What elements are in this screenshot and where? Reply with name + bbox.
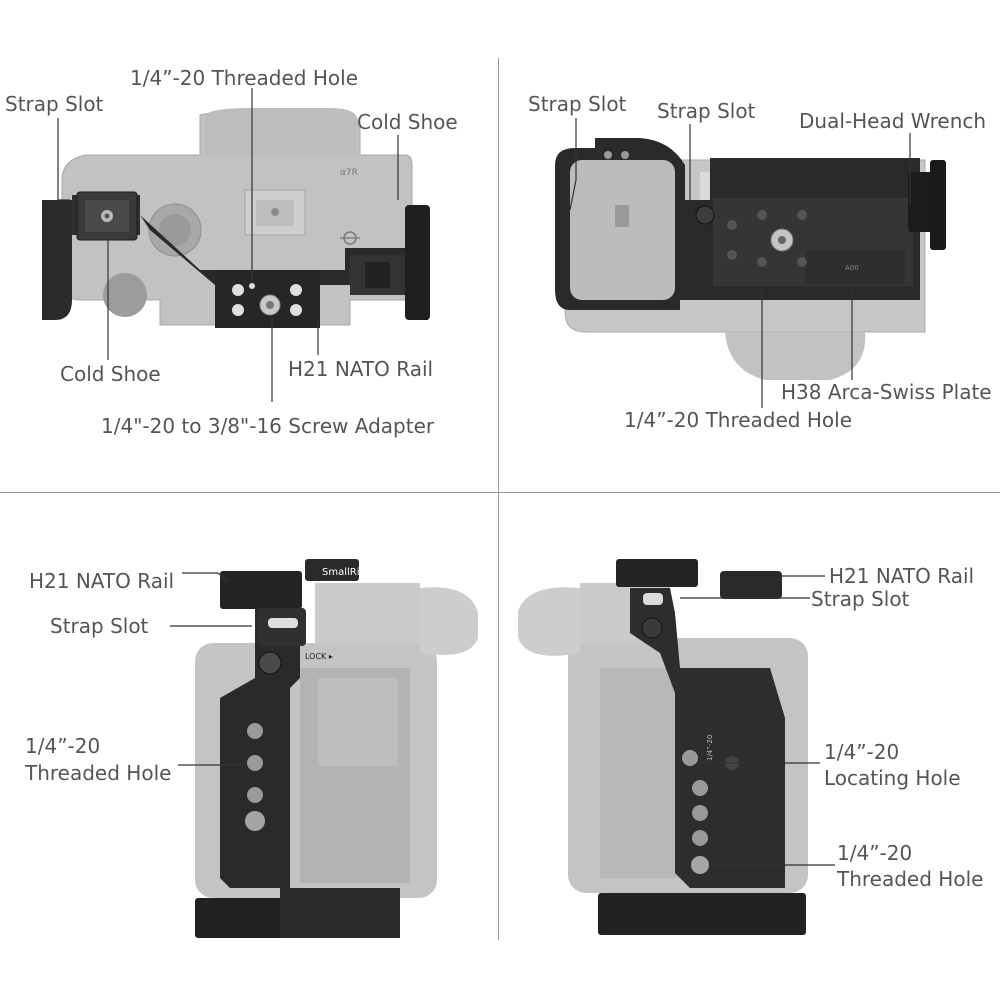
plate-marking: A00 [845,264,859,272]
lock-marking: LOCK ▸ [305,652,333,661]
label-threaded-hole: 1/4”-20 Threaded Hole [130,66,358,90]
plate-holes [232,283,302,316]
label-strap-slot-2: Strap Slot [657,99,756,123]
right-side-illustration: 1/4”-20 [518,559,835,935]
bottom-view-illustration: A00 [555,118,946,408]
vertical-marking: 1/4”-20 [706,735,714,761]
label-threaded-hole-tr: 1/4”-20 Threaded Hole [624,408,852,432]
cage-bottom: A00 [555,138,946,310]
top-view-illustration: α7R [42,88,430,402]
horizontal-divider [0,492,1000,493]
label-locating-hole-2: Locating Hole [824,766,961,790]
label-arca-swiss-plate: H38 Arca-Swiss Plate [781,380,992,404]
cage-right: 1/4”-20 [598,559,806,935]
label-threaded-hole-br-2: Threaded Hole [837,867,984,891]
brand-logo: SmallRig [322,567,366,578]
label-cold-shoe-bottom: Cold Shoe [60,362,161,386]
label-threaded-hole-bl-2: Threaded Hole [25,761,172,785]
bottom-right-leaders [680,575,835,866]
label-nato-rail-br: H21 NATO Rail [829,564,975,588]
label-cold-shoe-top: Cold Shoe [357,110,458,134]
bottom-left-leaders [170,572,252,766]
label-threaded-hole-bl-1: 1/4”-20 [25,734,101,758]
camera-model-mark: α7R [340,168,358,178]
label-strap-slot-bl: Strap Slot [50,614,149,638]
label-nato-rail-bl: H21 NATO Rail [29,569,175,593]
label-strap-slot: Strap Slot [5,92,104,116]
label-dual-head-wrench: Dual-Head Wrench [799,109,987,133]
top-left-leaders [57,88,399,402]
label-locating-hole-1: 1/4”-20 [824,740,900,764]
label-threaded-hole-br-1: 1/4”-20 [837,841,913,865]
label-strap-slot-br: Strap Slot [811,587,910,611]
label-screw-adapter: 1/4"-20 to 3/8"-16 Screw Adapter [101,414,435,438]
label-strap-slot-1: Strap Slot [528,92,627,116]
cage-left: SmallRig LOCK ▸ [195,559,400,938]
left-side-illustration: SmallRig LOCK ▸ [170,559,478,938]
cold-shoe-left [76,191,138,241]
top-right-leaders [569,118,911,408]
vertical-divider [498,58,499,940]
label-nato-rail: H21 NATO Rail [288,357,434,381]
